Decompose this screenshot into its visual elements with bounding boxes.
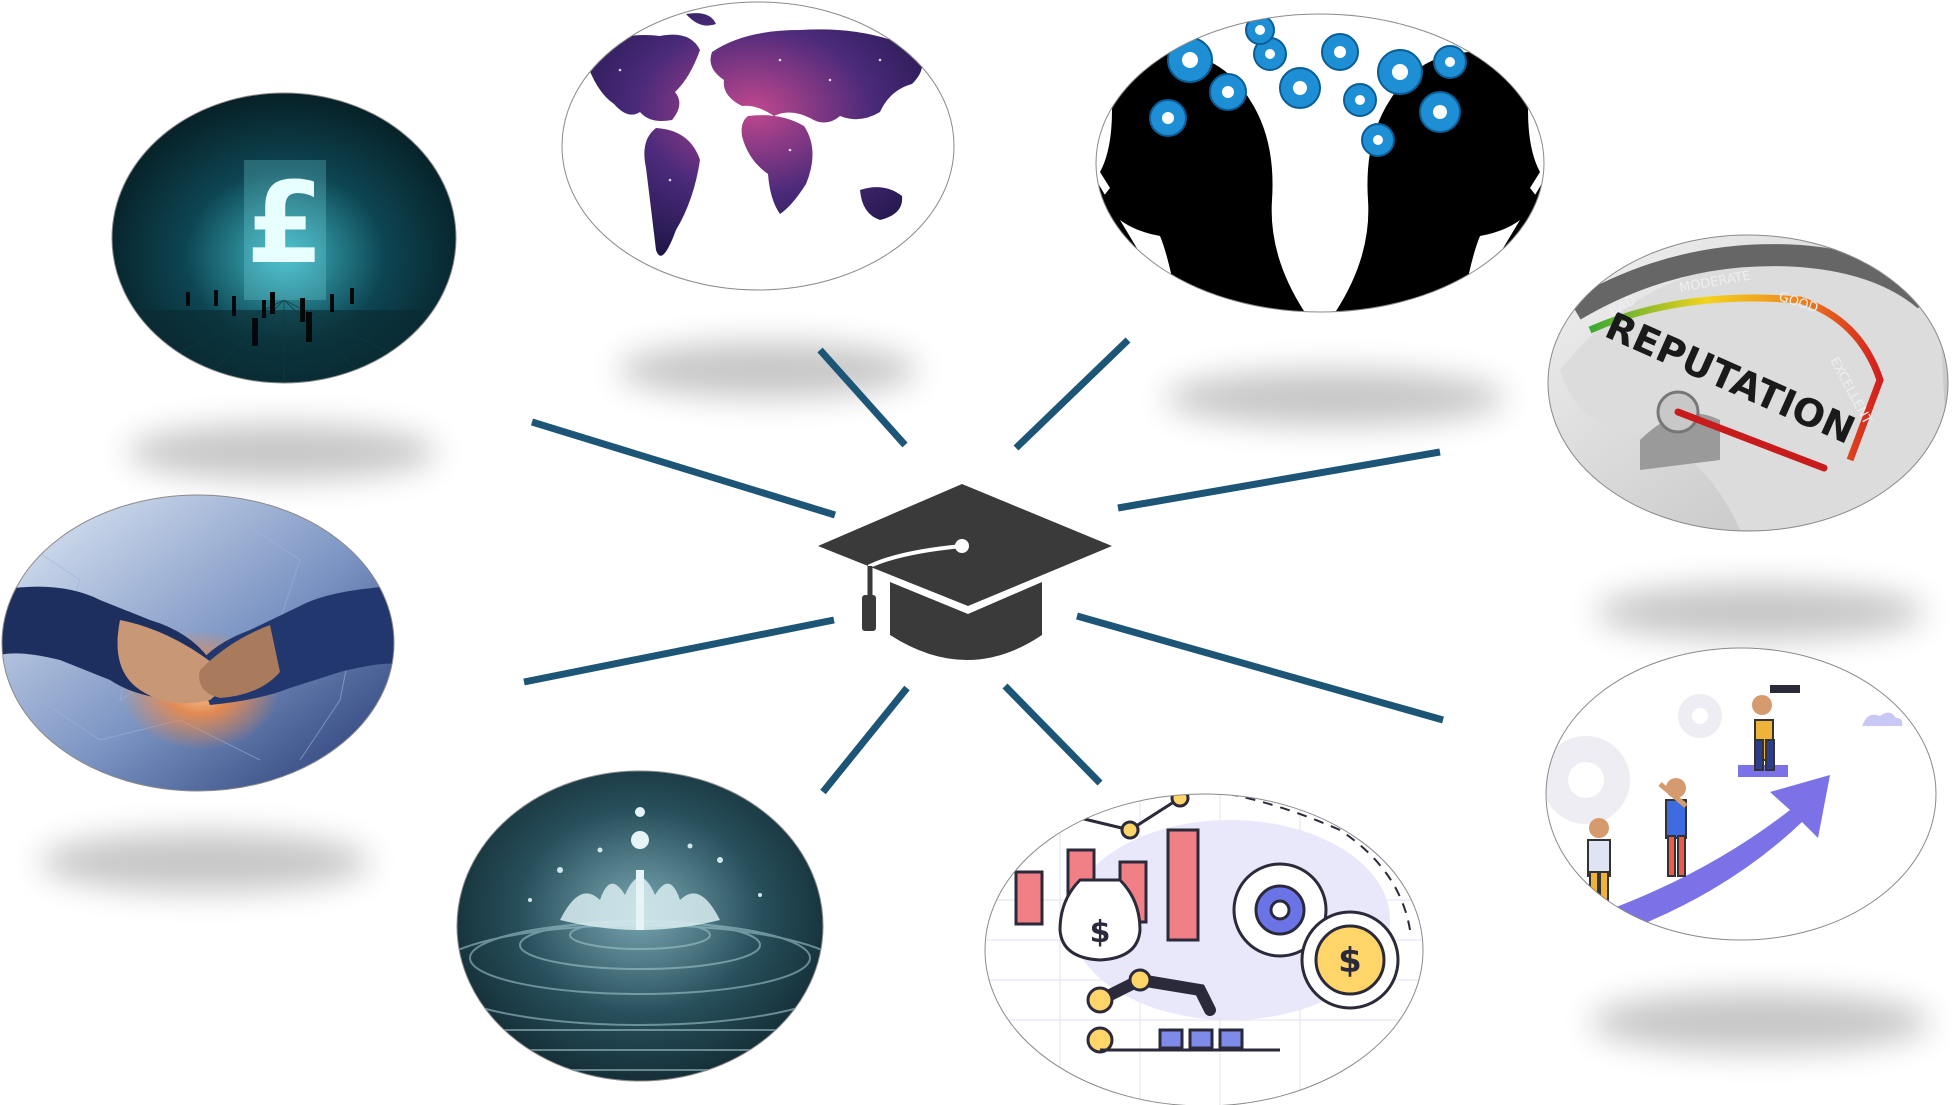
connector-line (820, 685, 910, 795)
finance-chart-icon: $ $ (985, 794, 1423, 1105)
pound-sign-icon: £ (244, 159, 326, 300)
node-finance-automation: $ $ (984, 793, 1424, 1105)
connector-line (523, 616, 835, 686)
growth-arrow-icon (1546, 685, 1903, 940)
svg-text:£: £ (246, 159, 324, 289)
connector-line (1117, 448, 1441, 512)
node-shadows (40, 342, 1930, 1052)
money-bag-symbol: $ (1090, 915, 1111, 950)
node-reputation-gauge: REPUTATION BAD MODERATE GOOD EXCELLENT (1547, 234, 1949, 532)
graduation-cap-icon (818, 484, 1112, 660)
node-minds-gears (1095, 13, 1545, 313)
handshake-icon (2, 495, 394, 791)
connector-line (817, 347, 908, 448)
coin-symbol: $ (1338, 941, 1362, 981)
connector-line (1076, 612, 1444, 724)
connector-line (1002, 683, 1103, 786)
world-map-icon (585, 13, 923, 256)
node-handshake (1, 494, 395, 792)
node-world-map (561, 1, 955, 291)
node-growth-team (1545, 647, 1937, 941)
gauge-icon: REPUTATION BAD MODERATE GOOD EXCELLENT (1548, 235, 1948, 531)
connector-lines (523, 337, 1444, 795)
water-drop-icon (457, 771, 823, 1081)
node-water-splash (456, 770, 824, 1082)
gears-heads-icon (1096, 15, 1544, 312)
node-pound-currency: £ (111, 92, 457, 384)
connector-line (530, 418, 837, 519)
connector-line (1013, 337, 1131, 451)
